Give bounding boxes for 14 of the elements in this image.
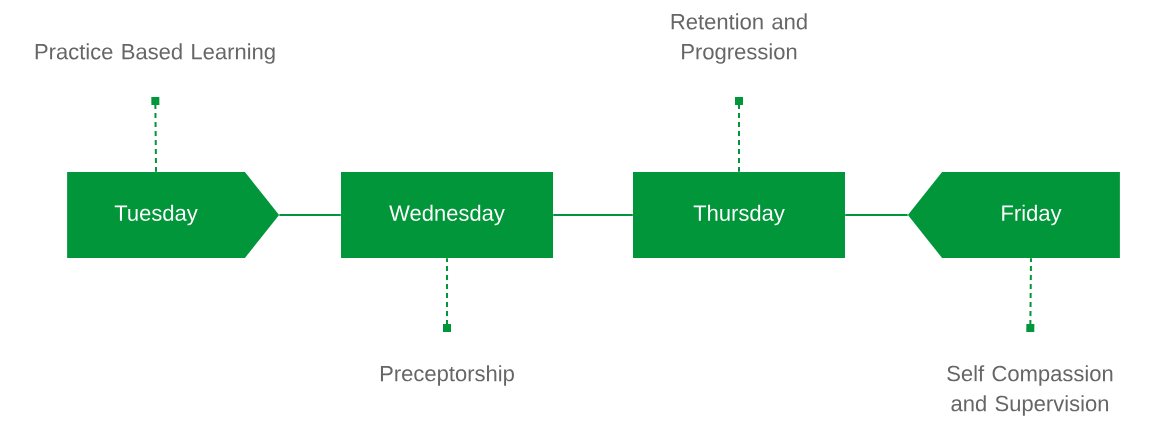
- connector-line: [552, 214, 634, 216]
- leader-line: [443, 257, 451, 332]
- topic-label: Preceptorship: [380, 365, 514, 386]
- day-banner: Tuesday: [67, 172, 280, 258]
- topic-label: Retention and Progression: [671, 13, 807, 64]
- day-banner: Thursday: [633, 172, 845, 258]
- topic-label: Self Compassion and Supervision: [947, 365, 1113, 416]
- connector-line: [844, 214, 909, 216]
- leader-line: [735, 97, 743, 173]
- leader-line: [151, 96, 160, 173]
- day-banner: Wednesday: [341, 172, 553, 258]
- day-banner: Friday: [907, 172, 1120, 258]
- topic-label: Practice Based Learning: [35, 43, 275, 64]
- connector-line: [278, 214, 342, 216]
